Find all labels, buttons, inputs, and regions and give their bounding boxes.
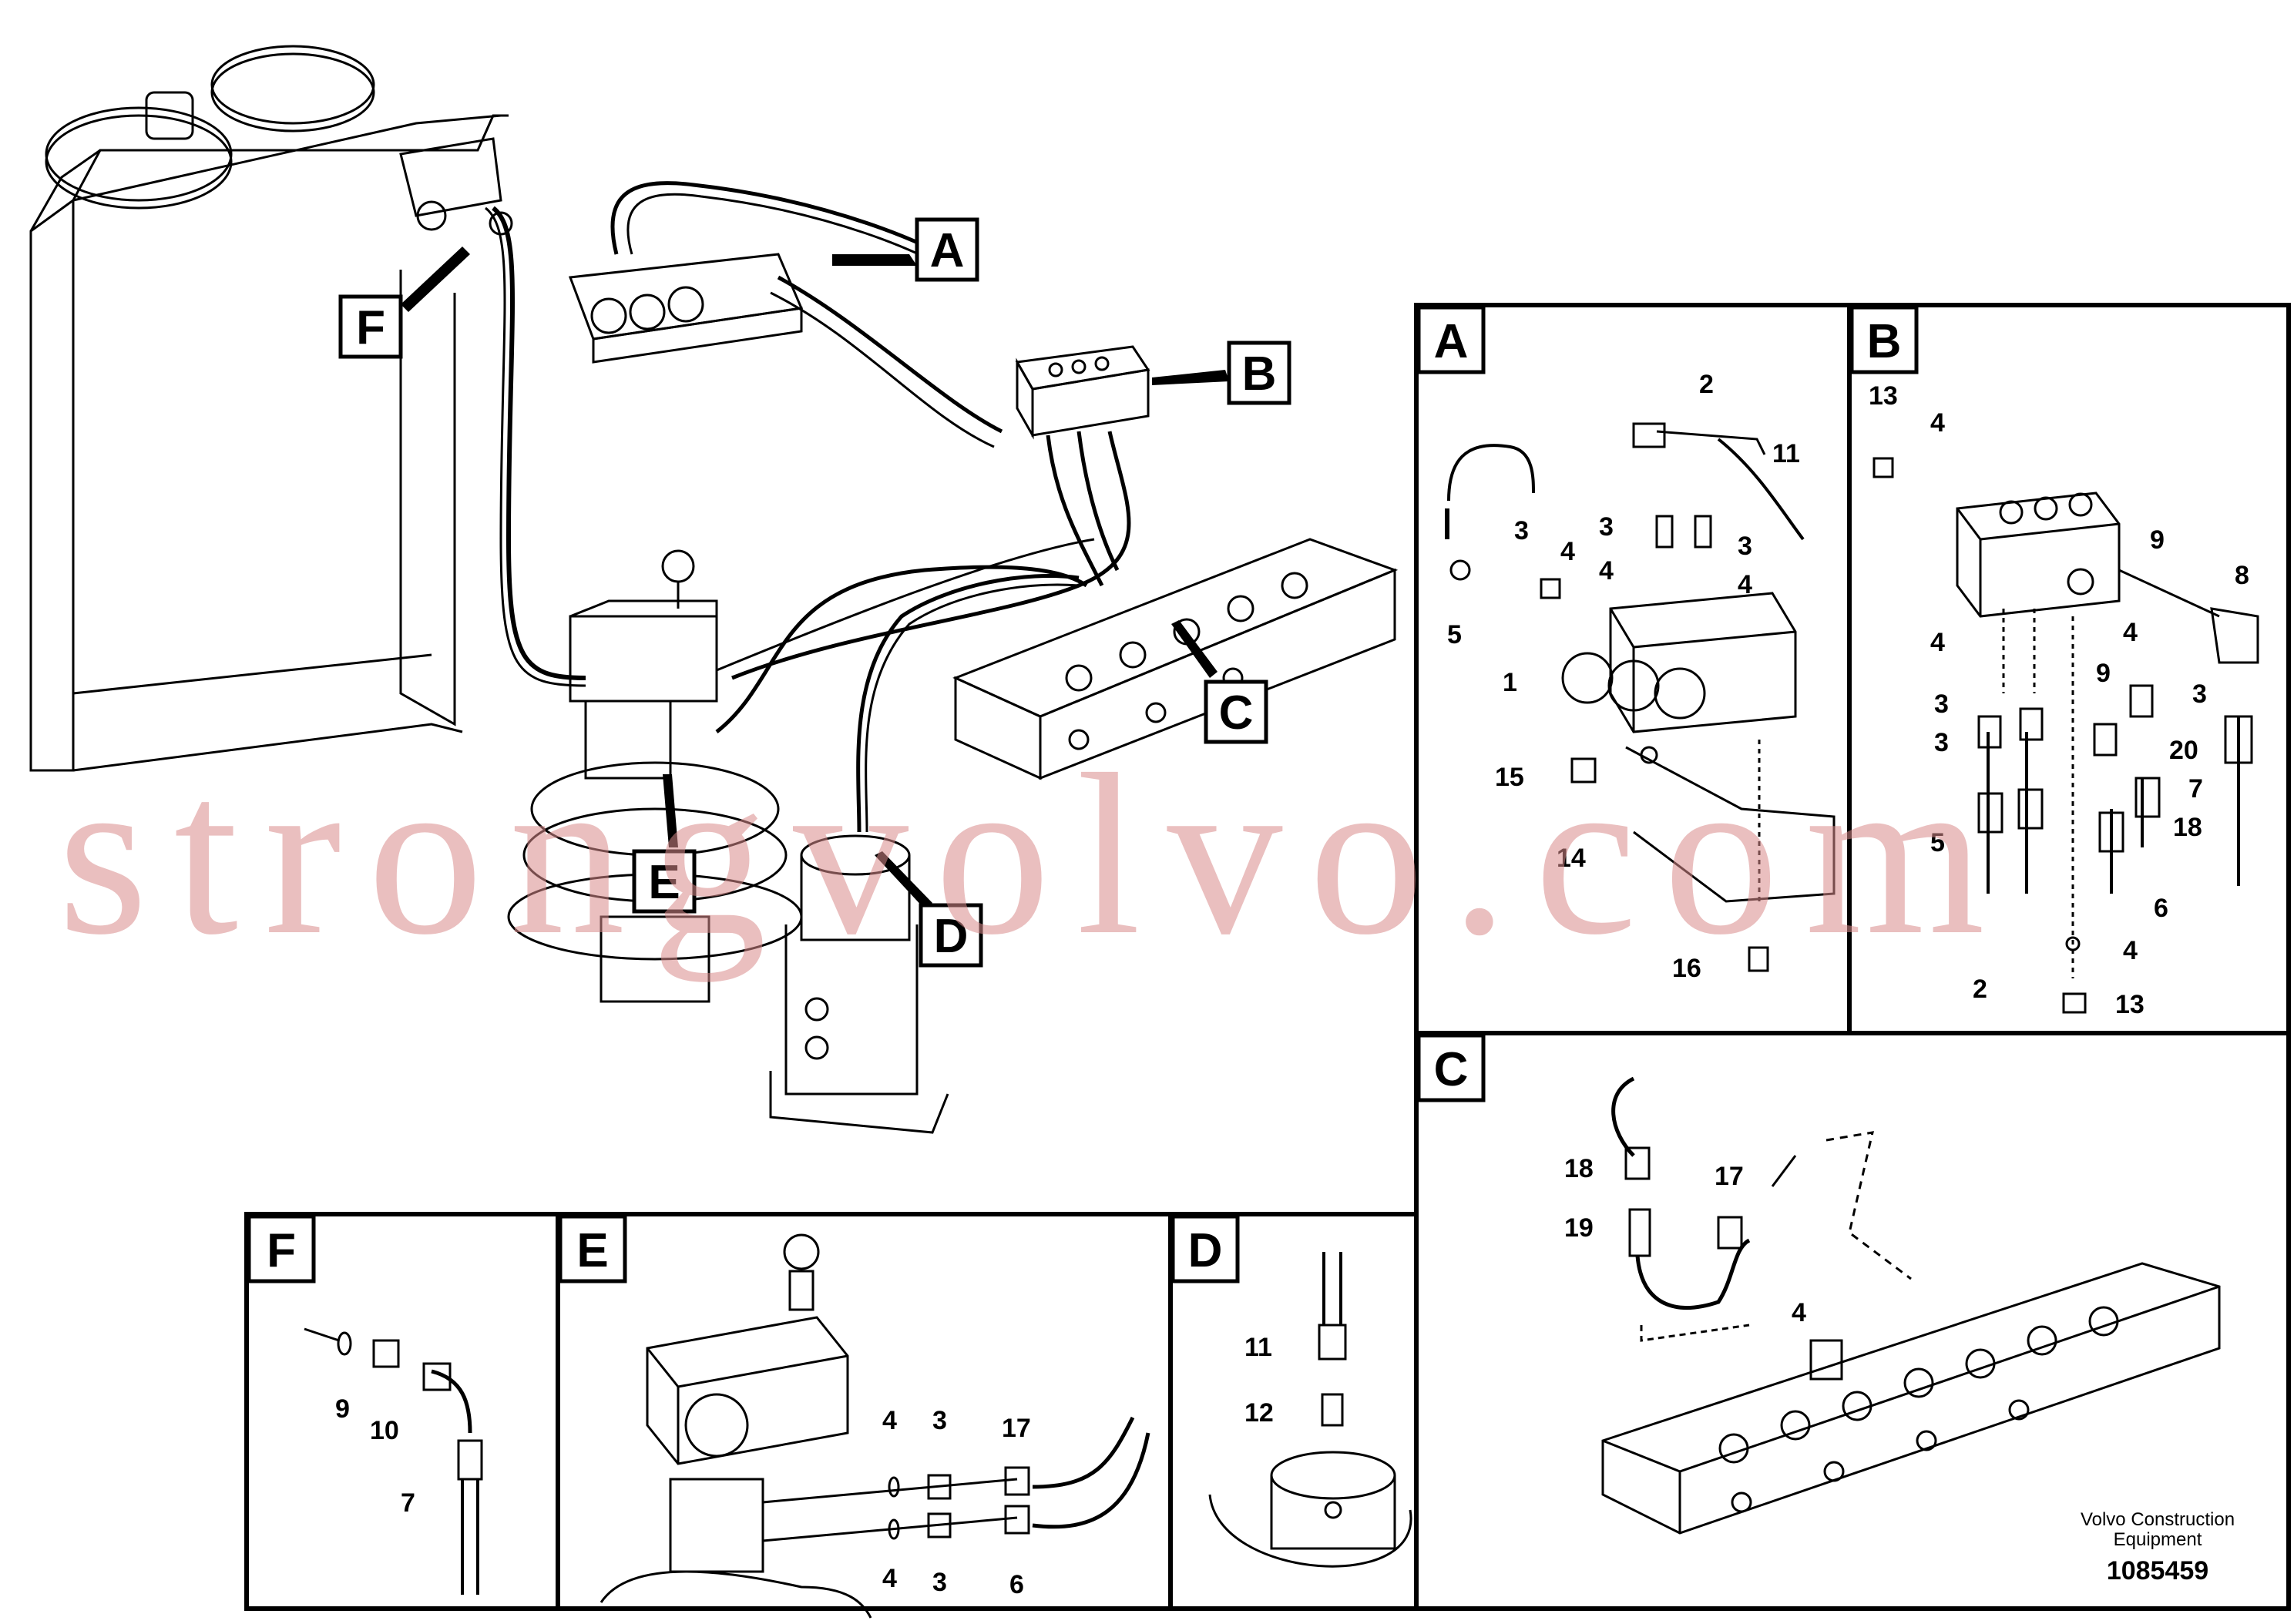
callout-box-e xyxy=(632,849,697,914)
drawing-reference: 1085459 xyxy=(2107,1556,2208,1585)
part-number-label: 11 xyxy=(1772,439,1800,468)
part-number-label: 7 xyxy=(2188,774,2203,804)
credit-line2: Equipment xyxy=(2114,1529,2202,1550)
panel-e-labels: 4 3 17 4 3 6 xyxy=(882,1406,1031,1599)
part-number-label: 19 xyxy=(1564,1213,1594,1243)
part-number-label: 3 xyxy=(932,1568,947,1597)
panel-b-letter: B xyxy=(1867,315,1902,368)
part-number-label: 3 xyxy=(1599,512,1614,542)
part-number-label: 9 xyxy=(335,1394,350,1424)
overview-callouts: A B C D E F xyxy=(338,217,1291,968)
part-number-label: 4 xyxy=(1930,628,1945,657)
part-number-label: 11 xyxy=(1244,1333,1272,1362)
callout-box-d xyxy=(919,903,983,968)
panel-f-drawing xyxy=(304,1327,483,1595)
part-number-label: 9 xyxy=(2150,525,2165,555)
part-number-label: 4 xyxy=(2123,618,2138,647)
part-number-label: 2 xyxy=(1973,975,1987,1004)
part-number-label: 4 xyxy=(1560,537,1575,566)
callout-box-a xyxy=(915,217,979,282)
part-number-label: 20 xyxy=(2169,736,2198,765)
part-number-label: 3 xyxy=(1514,516,1529,545)
part-number-label: 13 xyxy=(1869,381,1898,411)
leader-c xyxy=(1171,620,1218,678)
leader-f xyxy=(401,247,470,312)
callout-c: C xyxy=(1219,686,1254,740)
panel-b-labels: 13 4 9 8 4 4 9 3 3 3 20 7 5 18 6 2 4 13 xyxy=(1869,381,2249,1019)
part-number-label: 5 xyxy=(1447,620,1462,649)
part-number-label: 8 xyxy=(2235,561,2249,590)
part-number-label: 18 xyxy=(1564,1154,1594,1183)
leader-a xyxy=(832,254,917,266)
part-number-label: 12 xyxy=(1244,1398,1274,1428)
part-number-label: 18 xyxy=(2173,813,2202,842)
panel-d-drawing xyxy=(1208,1252,1412,1568)
credit-line1: Volvo Construction xyxy=(2081,1509,2235,1530)
part-number-label: 3 xyxy=(2192,679,2207,709)
panel-c-credit: Volvo Construction Equipment 1085459 xyxy=(2081,1509,2235,1585)
callout-box-c xyxy=(1204,679,1268,744)
part-number-label: 17 xyxy=(1002,1414,1031,1443)
panel-d-frame xyxy=(1168,1212,1419,1611)
leader-d xyxy=(875,851,932,909)
part-number-label: 9 xyxy=(2096,659,2111,688)
panel-letters: A B C F E D xyxy=(247,305,1919,1283)
part-number-label: 6 xyxy=(1009,1570,1024,1599)
part-number-label: 2 xyxy=(1699,370,1714,399)
panel-c-drawing xyxy=(1601,1076,2221,1535)
part-number-label: 4 xyxy=(2123,936,2138,965)
callout-a: A xyxy=(930,224,965,277)
solenoid-valve-a xyxy=(568,253,804,364)
panel-c-letter: C xyxy=(1434,1043,1469,1096)
panel-b-drawing xyxy=(1872,457,2259,1014)
panel-e-drawing xyxy=(600,1233,1150,1619)
panel-e-letter: E xyxy=(576,1224,608,1277)
part-number-label: 4 xyxy=(1599,556,1614,586)
part-number-label: 4 xyxy=(1738,570,1752,599)
part-number-label: 3 xyxy=(932,1406,947,1435)
part-number-label: 7 xyxy=(401,1488,415,1518)
panel-d-letter: D xyxy=(1188,1224,1223,1277)
part-number-label: 3 xyxy=(1738,532,1752,561)
manifold-block-b xyxy=(1015,345,1150,440)
callout-b: B xyxy=(1242,347,1277,401)
panel-d-labels: 11 12 xyxy=(1244,1333,1274,1428)
watermark: strongvolvo.com xyxy=(58,726,2011,983)
callout-box-b xyxy=(1227,341,1291,405)
callout-box-f xyxy=(338,294,403,359)
part-number-label: 14 xyxy=(1557,844,1586,873)
part-number-label: 16 xyxy=(1672,954,1701,983)
part-number-label: 4 xyxy=(1930,408,1945,438)
part-number-label: 1 xyxy=(1503,668,1517,697)
part-number-label: 13 xyxy=(2115,990,2145,1019)
panel-a-labels: 2 11 3 3 4 4 3 4 5 1 15 14 16 xyxy=(1447,370,1800,983)
panel-f-labels: 9 10 7 xyxy=(335,1394,415,1518)
part-number-label: 4 xyxy=(1792,1298,1806,1327)
part-number-label: 17 xyxy=(1715,1162,1744,1191)
part-number-label: 4 xyxy=(882,1564,897,1593)
callout-f: F xyxy=(356,301,385,354)
callout-d: D xyxy=(934,910,969,963)
part-number-label: 4 xyxy=(882,1406,897,1435)
part-number-label: 10 xyxy=(370,1416,399,1445)
hydraulic-tank xyxy=(29,45,513,772)
part-number-label: 6 xyxy=(2154,894,2168,923)
panel-c-labels: 18 17 19 4 xyxy=(1564,1154,1806,1327)
panel-f-letter: F xyxy=(267,1224,296,1277)
part-number-label: 3 xyxy=(1934,690,1949,719)
control-valve-c xyxy=(952,538,1399,780)
part-number-label: 3 xyxy=(1934,728,1949,757)
rotary-joint-d xyxy=(769,834,949,1134)
callout-e: E xyxy=(648,856,680,909)
leader-b xyxy=(1152,370,1229,385)
part-number-label: 15 xyxy=(1495,763,1524,792)
panel-e-frame xyxy=(556,1212,1173,1611)
panel-a-letter: A xyxy=(1434,315,1469,368)
part-number-label: 5 xyxy=(1930,828,1945,857)
leader-e xyxy=(663,774,678,847)
panel-a-drawing xyxy=(1445,422,1836,972)
